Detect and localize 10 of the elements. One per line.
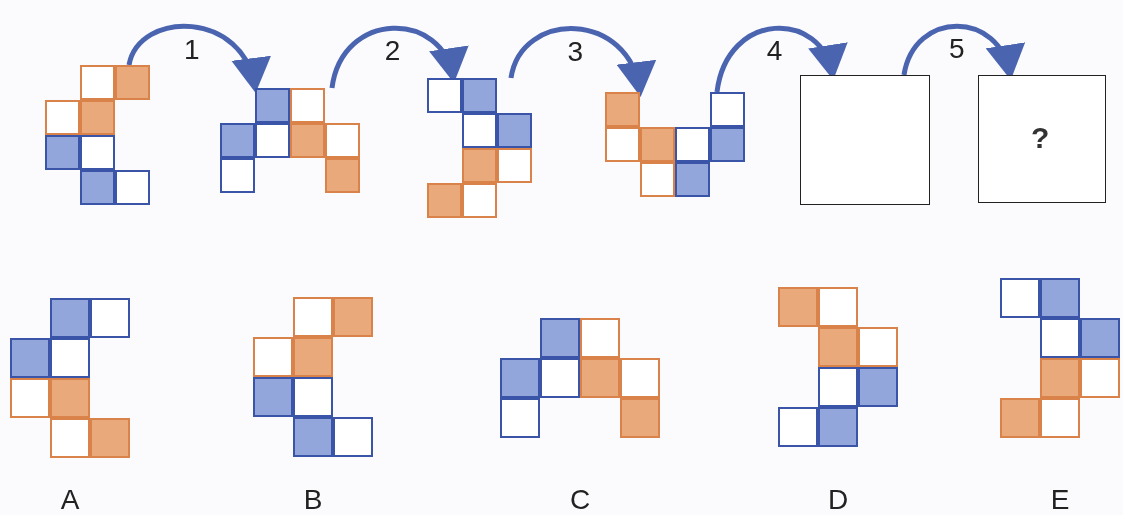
option-letter: B [302,485,324,515]
curved-arrow [126,24,268,93]
question-mark: ? [1031,122,1050,154]
answer-box [978,75,1106,203]
option-letter: C [568,485,592,515]
curved-arrow [508,26,653,97]
blank-box [800,75,930,205]
option-letter: A [59,485,81,515]
option-letter: D [826,485,850,515]
option-letter: E [1049,485,1071,515]
